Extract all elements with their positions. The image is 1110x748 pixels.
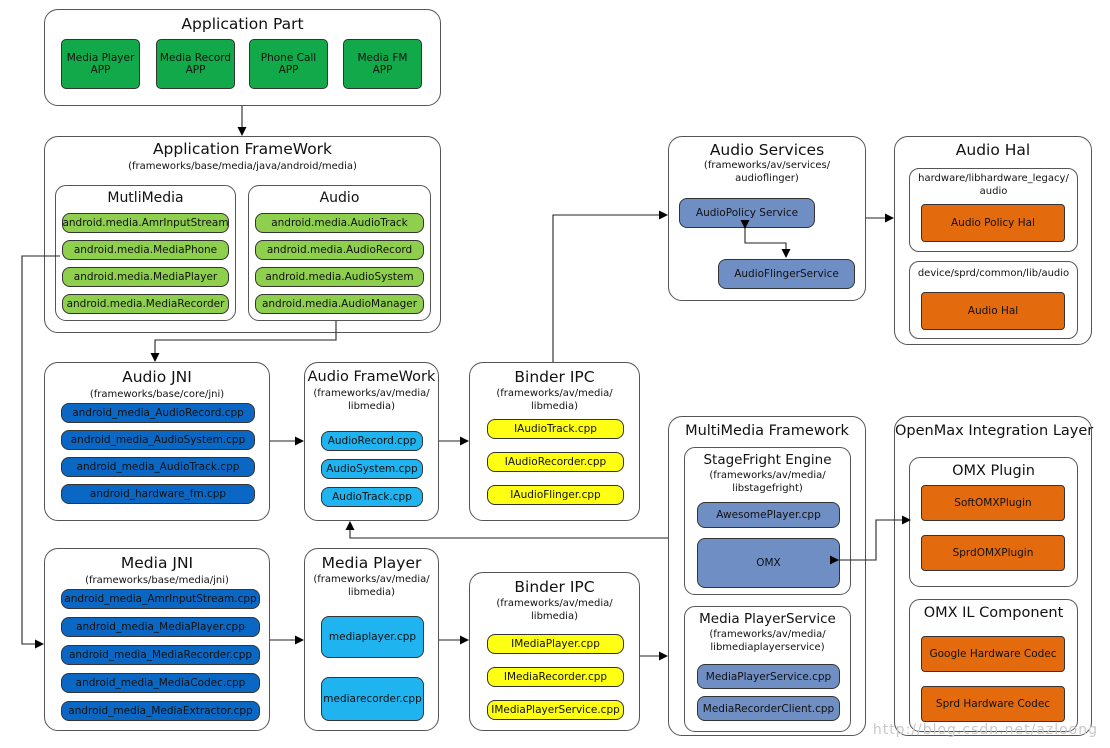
omx-block: OMX [697,538,840,588]
multimedia-group: MutliMedia android.media.AmrInputStream … [55,185,236,321]
binder-ipc-audio-item: IAudioRecorder.cpp [487,452,624,472]
media-jni-item: android_media_MediaExtractor.cpp [61,701,260,721]
media-player-service: Media PlayerService (frameworks/av/media… [684,606,851,732]
audio-jni: Audio JNI (frameworks/base/core/jni) and… [44,362,270,521]
media-player-service-path: (frameworks/av/media/ libmediaplayerserv… [709,629,826,653]
arrow-binder-to-audiopolicy [552,210,668,362]
audio-services-title: Audio Services [709,141,825,159]
binder-ipc-audio-path: (frameworks/av/media/ libmedia) [496,388,613,412]
mediarecorder-cpp: mediarecorder.cpp [321,677,424,721]
binder-ipc-audio-item: IAudioFlinger.cpp [487,485,624,505]
multimedia-item: android.media.MediaRecorder [62,294,229,314]
application-framework-title: Application FrameWork [152,140,333,158]
audio-hal: Audio Hal hardware/libhardware_legacy/ a… [894,136,1092,345]
mediaplayerservice-cpp: MediaPlayerService.cpp [697,664,840,689]
audio-jni-item: android_hardware_fm.cpp [61,484,255,504]
binder-ipc-audio: Binder IPC (frameworks/av/media/ libmedi… [469,362,640,521]
audio-item: android.media.AudioRecord [255,240,424,260]
audio-hal-legacy-path: hardware/libhardware_legacy/ audio [918,173,1069,197]
binder-ipc-media-item: IMediaPlayerService.cpp [487,700,624,720]
multimedia-item: android.media.MediaPhone [62,240,229,260]
media-player: Media Player (frameworks/av/media/ libme… [304,548,439,731]
multimedia-group-title: MutliMedia [107,190,184,206]
omx-plugin-title: OMX Plugin [952,463,1035,479]
stagefright-engine-title: StageFright Engine [703,452,832,468]
audio-hal-legacy-group: hardware/libhardware_legacy/ audio Audio… [909,168,1078,252]
binder-ipc-audio-item: IAudioTrack.cpp [487,419,624,439]
audio-jni-item: android_media_AudioTrack.cpp [61,457,255,477]
media-player-path: (frameworks/av/media/ libmedia) [313,574,430,598]
omx-il-component-item: Google Hardware Codec [921,636,1065,672]
audio-framework-item: AudioSystem.cpp [321,459,423,479]
media-jni-item: android_media_MediaRecorder.cpp [61,645,260,665]
audio-framework: Audio FrameWork (frameworks/av/media/ li… [304,362,439,521]
omx-il-component-group: OMX IL Component Google Hardware Codec S… [909,599,1078,732]
application-part-title: Application Part [181,15,304,33]
application-framework: Application FrameWork (frameworks/base/m… [44,136,441,333]
binder-ipc-media-item: IMediaRecorder.cpp [487,667,624,687]
app-media-fm: Media FM APP [343,39,422,89]
audio-item: android.media.AudioManager [255,294,424,314]
audio-group-title: Audio [319,190,360,206]
openmax-integration-layer: OpenMax Integration Layer OMX Plugin Sof… [894,416,1094,736]
media-jni-item: android_media_AmrInputStream.cpp [61,589,260,609]
mediaplayer-cpp: mediaplayer.cpp [321,616,424,658]
media-jni: Media JNI (frameworks/base/media/jni) an… [44,548,270,731]
audio-services-path: (frameworks/av/services/ audioflinger) [703,160,831,184]
multimedia-framework-title: MultiMedia Framework [685,423,849,439]
application-part: Application Part Media Player APP Media … [44,9,441,106]
omx-il-component-item: Sprd Hardware Codec [921,686,1065,722]
audio-jni-title: Audio JNI [122,368,192,386]
binder-ipc-media-title: Binder IPC [514,578,595,596]
omx-plugin-item: SoftOMXPlugin [921,485,1065,521]
media-jni-item: android_media_MediaCodec.cpp [61,673,260,693]
audio-framework-path: (frameworks/av/media/ libmedia) [313,388,430,412]
app-media-record: Media Record APP [156,39,235,89]
media-jni-path: (frameworks/base/media/jni) [85,575,229,586]
binder-ipc-media-path: (frameworks/av/media/ libmedia) [496,598,613,622]
stagefright-engine-path: (frameworks/av/media/ libstagefright) [709,470,826,494]
mediarecorderclient-cpp: MediaRecorderClient.cpp [697,696,840,721]
binder-ipc-media: Binder IPC (frameworks/av/media/ libmedi… [469,572,640,731]
binder-ipc-media-item: IMediaPlayer.cpp [487,634,624,654]
audio-framework-title: Audio FrameWork [307,369,436,385]
media-player-service-title: Media PlayerService [699,611,836,627]
multimedia-item: android.media.MediaPlayer [62,267,229,287]
application-framework-path: (frameworks/base/media/java/android/medi… [128,161,357,172]
audio-item: android.media.AudioSystem [255,267,424,287]
multimedia-item: android.media.AmrInputStream [62,213,229,233]
watermark: http://blog.csdn.net/azloong [872,722,1098,738]
audio-hal-device-path: device/sprd/common/lib/audio [917,268,1070,279]
audio-jni-item: android_media_AudioSystem.cpp [61,430,255,450]
awesomeplayer-cpp: AwesomePlayer.cpp [697,502,840,528]
audio-hal-item: Audio Hal [921,292,1065,330]
audio-hal-device-group: device/sprd/common/lib/audio Audio Hal [909,261,1078,339]
app-media-player: Media Player APP [61,39,140,89]
media-player-title: Media Player [321,554,422,572]
audioflinger-service: AudioFlingerService [718,259,855,289]
audio-framework-item: AudioRecord.cpp [321,431,423,451]
app-phone-call: Phone Call APP [249,39,328,89]
audiopolicy-service: AudioPolicy Service [679,198,815,228]
audio-policy-hal: Audio Policy Hal [921,204,1065,242]
multimedia-framework: MultiMedia Framework StageFright Engine … [668,416,866,736]
audio-services: Audio Services (frameworks/av/services/ … [668,136,866,301]
arrow-multimedia-to-audioframework [345,521,668,539]
audio-hal-title: Audio Hal [955,141,1031,159]
media-jni-item: android_media_MediaPlayer.cpp [61,617,260,637]
binder-ipc-audio-title: Binder IPC [514,368,595,386]
omx-il-component-title: OMX IL Component [923,605,1064,621]
openmax-title: OpenMax Integration Layer [895,423,1094,439]
audio-item: android.media.AudioTrack [255,213,424,233]
audio-group: Audio android.media.AudioTrack android.m… [248,185,431,321]
audio-jni-path: (frameworks/base/core/jni) [89,389,225,400]
stagefright-engine: StageFright Engine (frameworks/av/media/… [684,447,851,595]
audio-jni-item: android_media_AudioRecord.cpp [61,403,255,423]
omx-plugin-item: SprdOMXPlugin [921,535,1065,571]
audio-framework-item: AudioTrack.cpp [321,487,423,507]
media-jni-title: Media JNI [120,554,194,572]
omx-plugin-group: OMX Plugin SoftOMXPlugin SprdOMXPlugin [909,457,1078,587]
